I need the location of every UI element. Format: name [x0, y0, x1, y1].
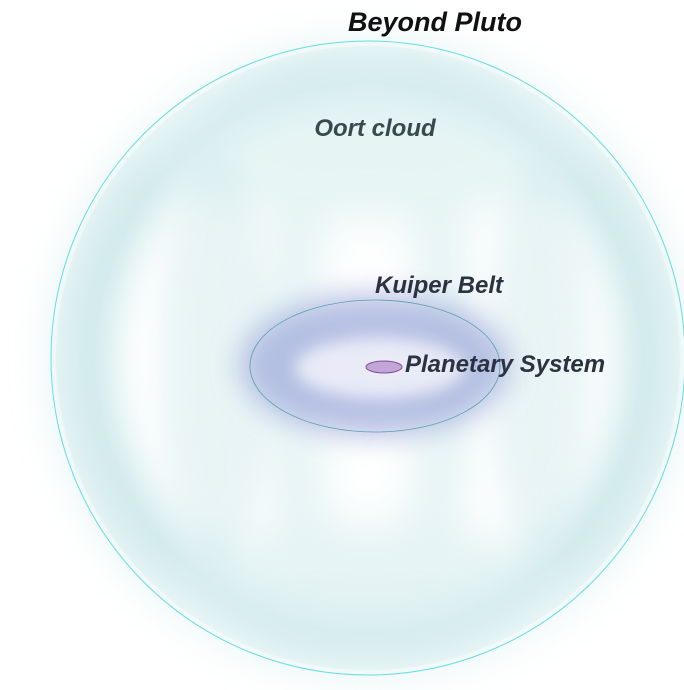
kuiper-belt-label: Kuiper Belt — [375, 272, 504, 299]
planetary-system-label: Planetary System — [405, 351, 605, 378]
oort-cloud-outline — [50, 40, 684, 676]
oort-cloud-label: Oort cloud — [314, 115, 437, 142]
planetary-system-disc — [365, 360, 403, 374]
diagram-title: Beyond Pluto — [348, 7, 522, 37]
kuiper-belt-outline — [249, 299, 501, 433]
